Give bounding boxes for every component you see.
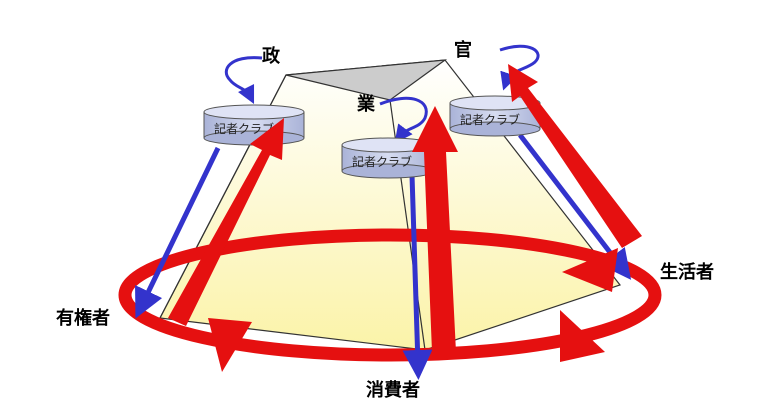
- press-club-2: 記者クラブ: [341, 137, 435, 179]
- cone-shape: [159, 59, 621, 351]
- label-resident: 生活者: [660, 262, 714, 283]
- red-arrows: [168, 64, 642, 352]
- press-club-1-label: 記者クラブ: [214, 121, 274, 136]
- red-arrow-consumer-to-industry: [412, 106, 458, 352]
- press-club-3: 記者クラブ: [449, 95, 541, 137]
- label-consumer: 消費者: [366, 380, 420, 401]
- label-voter: 有権者: [56, 308, 110, 329]
- red-arrow-voter-to-politics: [168, 118, 284, 326]
- label-politics: 政: [262, 46, 280, 67]
- ring-arrowhead-right: [560, 310, 605, 362]
- red-arrowhead-resident: [562, 248, 618, 292]
- red-arrow-resident-to-bureaucracy: [508, 64, 642, 248]
- label-industry: 業: [357, 94, 375, 115]
- red-ring: [118, 228, 662, 372]
- label-bureaucracy: 官: [454, 40, 472, 61]
- press-club-2-label: 記者クラブ: [352, 154, 412, 169]
- press-club-1: 記者クラブ: [203, 104, 305, 146]
- blue-arrows: [135, 44, 632, 380]
- ring-arrowhead-left: [208, 318, 252, 372]
- press-club-3-label: 記者クラブ: [460, 112, 520, 127]
